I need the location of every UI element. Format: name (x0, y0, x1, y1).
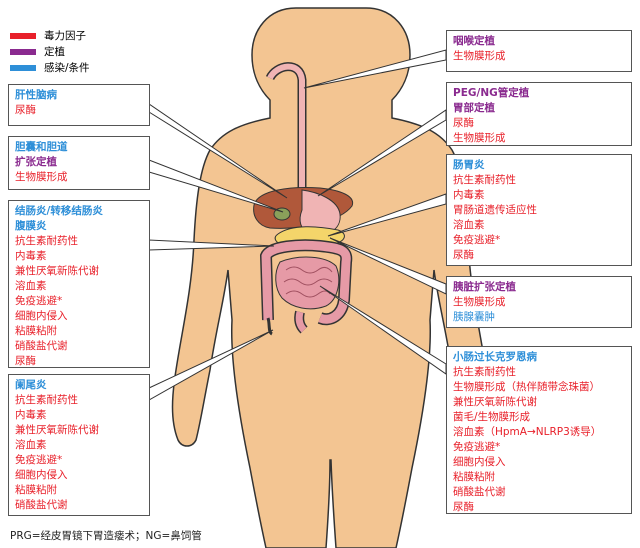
box-title: 阑尾炎 (15, 379, 47, 391)
legend-swatch-purple (10, 49, 36, 55)
box-item: 抗生素耐药性 (453, 174, 516, 186)
box-item: 粘膜粘附 (453, 471, 495, 483)
legend-item: 定植 (10, 44, 90, 60)
box-item: 尿酶 (453, 117, 474, 129)
small-intestine-folds (283, 266, 333, 298)
box-item: 生物膜形成 (15, 171, 68, 183)
box-item: 内毒素 (453, 189, 485, 201)
box-crohn: 小肠过长克罗恩病 抗生素耐药性 生物膜形成（热伴随带念珠菌） 兼性厌氧新陈代谢 … (446, 346, 632, 514)
box-item: 硝酸盐代谢 (15, 340, 68, 352)
box-gallbladder: 胆囊和胆道 扩张定植 生物膜形成 (8, 136, 150, 190)
box-item: 兼性厌氧新陈代谢 (15, 265, 99, 277)
legend-item: 感染/条件 (10, 60, 90, 76)
box-item: 粘膜粘附 (15, 484, 57, 496)
box-item: 胃肠道遗传适应性 (453, 204, 537, 216)
box-item: 硝酸盐代谢 (453, 486, 506, 498)
box-title: 肝性脑病 (15, 89, 57, 101)
colon-inner (261, 240, 351, 324)
box-title: 肠胃炎 (453, 159, 485, 171)
callout-lines (148, 49, 447, 401)
box-pancreas: 胰脏扩张定植 生物膜形成 胰腺囊肿 (446, 276, 632, 328)
box-item: 免疫逃避* (453, 234, 501, 246)
box-item: 抗生素耐药性 (15, 394, 78, 406)
box-hepatic-encephalopathy: 肝性脑病 尿酶 (8, 84, 150, 126)
box-item: 抗生素耐药性 (15, 235, 78, 247)
box-item: 尿酶 (15, 104, 36, 116)
box-title: 结肠炎/转移结肠炎 (15, 205, 103, 217)
box-item: 生物膜形成（热伴随带念珠菌） (453, 381, 600, 393)
box-item: 内毒素 (15, 409, 47, 421)
box-item: 细胞内侵入 (453, 456, 506, 468)
box-item: 溶血素 (15, 439, 47, 451)
box-title: 胆囊和胆道 (15, 141, 68, 153)
box-title: 胃部定植 (453, 102, 495, 114)
legend-item: 毒力因子 (10, 28, 90, 44)
box-item: 溶血素 (453, 219, 485, 231)
box-item: 尿酶 (453, 501, 474, 513)
box-title: 腹膜炎 (15, 220, 47, 232)
box-item: 硝酸盐代谢 (15, 499, 68, 511)
legend-swatch-blue (10, 65, 36, 71)
legend-label: 感染/条件 (44, 62, 90, 74)
box-item: 溶血素 (15, 280, 47, 292)
box-item: 尿酶 (453, 249, 474, 261)
legend-label: 定植 (44, 46, 65, 58)
box-item: 抗生素耐药性 (453, 366, 516, 378)
legend-swatch-red (10, 33, 36, 39)
box-item: 溶血素（HpmA→NLRP3诱导） (453, 426, 602, 438)
small-intestine (275, 256, 340, 310)
box-title: PEG/NG管定植 (453, 87, 530, 99)
box-item: 生物膜形成 (453, 296, 506, 308)
box-item: 菌毛/生物膜形成 (453, 411, 531, 423)
esophagus-inner (267, 63, 305, 190)
box-colitis: 结肠炎/转移结肠炎 腹膜炎 抗生素耐药性 内毒素 兼性厌氧新陈代谢 溶血素 免疫… (8, 200, 150, 368)
legend: 毒力因子 定植 感染/条件 (10, 28, 90, 76)
box-item: 兼性厌氧新陈代谢 (453, 396, 537, 408)
box-item: 内毒素 (15, 250, 47, 262)
box-pharynx: 咽喉定植 生物膜形成 (446, 30, 632, 72)
box-item: 免疫逃避* (453, 441, 501, 453)
box-item: 生物膜形成 (453, 50, 506, 62)
box-peg-ng: PEG/NG管定植 胃部定植 尿酶 生物膜形成 (446, 82, 632, 146)
box-appendicitis: 阑尾炎 抗生素耐药性 内毒素 兼性厌氧新陈代谢 溶血素 免疫逃避* 细胞内侵入 … (8, 374, 150, 516)
box-item: 兼性厌氧新陈代谢 (15, 424, 99, 436)
box-title: 咽喉定植 (453, 35, 495, 47)
box-item: 尿酶 (15, 355, 36, 367)
legend-label: 毒力因子 (44, 30, 86, 42)
box-gastroenteritis: 肠胃炎 抗生素耐药性 内毒素 胃肠道遗传适应性 溶血素 免疫逃避* 尿酶 (446, 154, 632, 266)
box-item: 生物膜形成 (453, 132, 506, 144)
box-item: 免疫逃避* (15, 295, 63, 307)
box-title: 小肠过长克罗恩病 (453, 351, 537, 363)
box-item: 粘膜粘附 (15, 325, 57, 337)
box-title: 胰脏扩张定植 (453, 281, 516, 293)
box-item: 免疫逃避* (15, 454, 63, 466)
box-title: 扩张定植 (15, 156, 57, 168)
rectum-inner (295, 311, 307, 333)
box-item: 细胞内侵入 (15, 469, 68, 481)
box-item: 细胞内侵入 (15, 310, 68, 322)
box-item: 胰腺囊肿 (453, 311, 495, 323)
appendix (266, 317, 273, 336)
footnote: PRG=经皮胃镜下胃造瘘术；NG=鼻饲管 (10, 530, 202, 542)
